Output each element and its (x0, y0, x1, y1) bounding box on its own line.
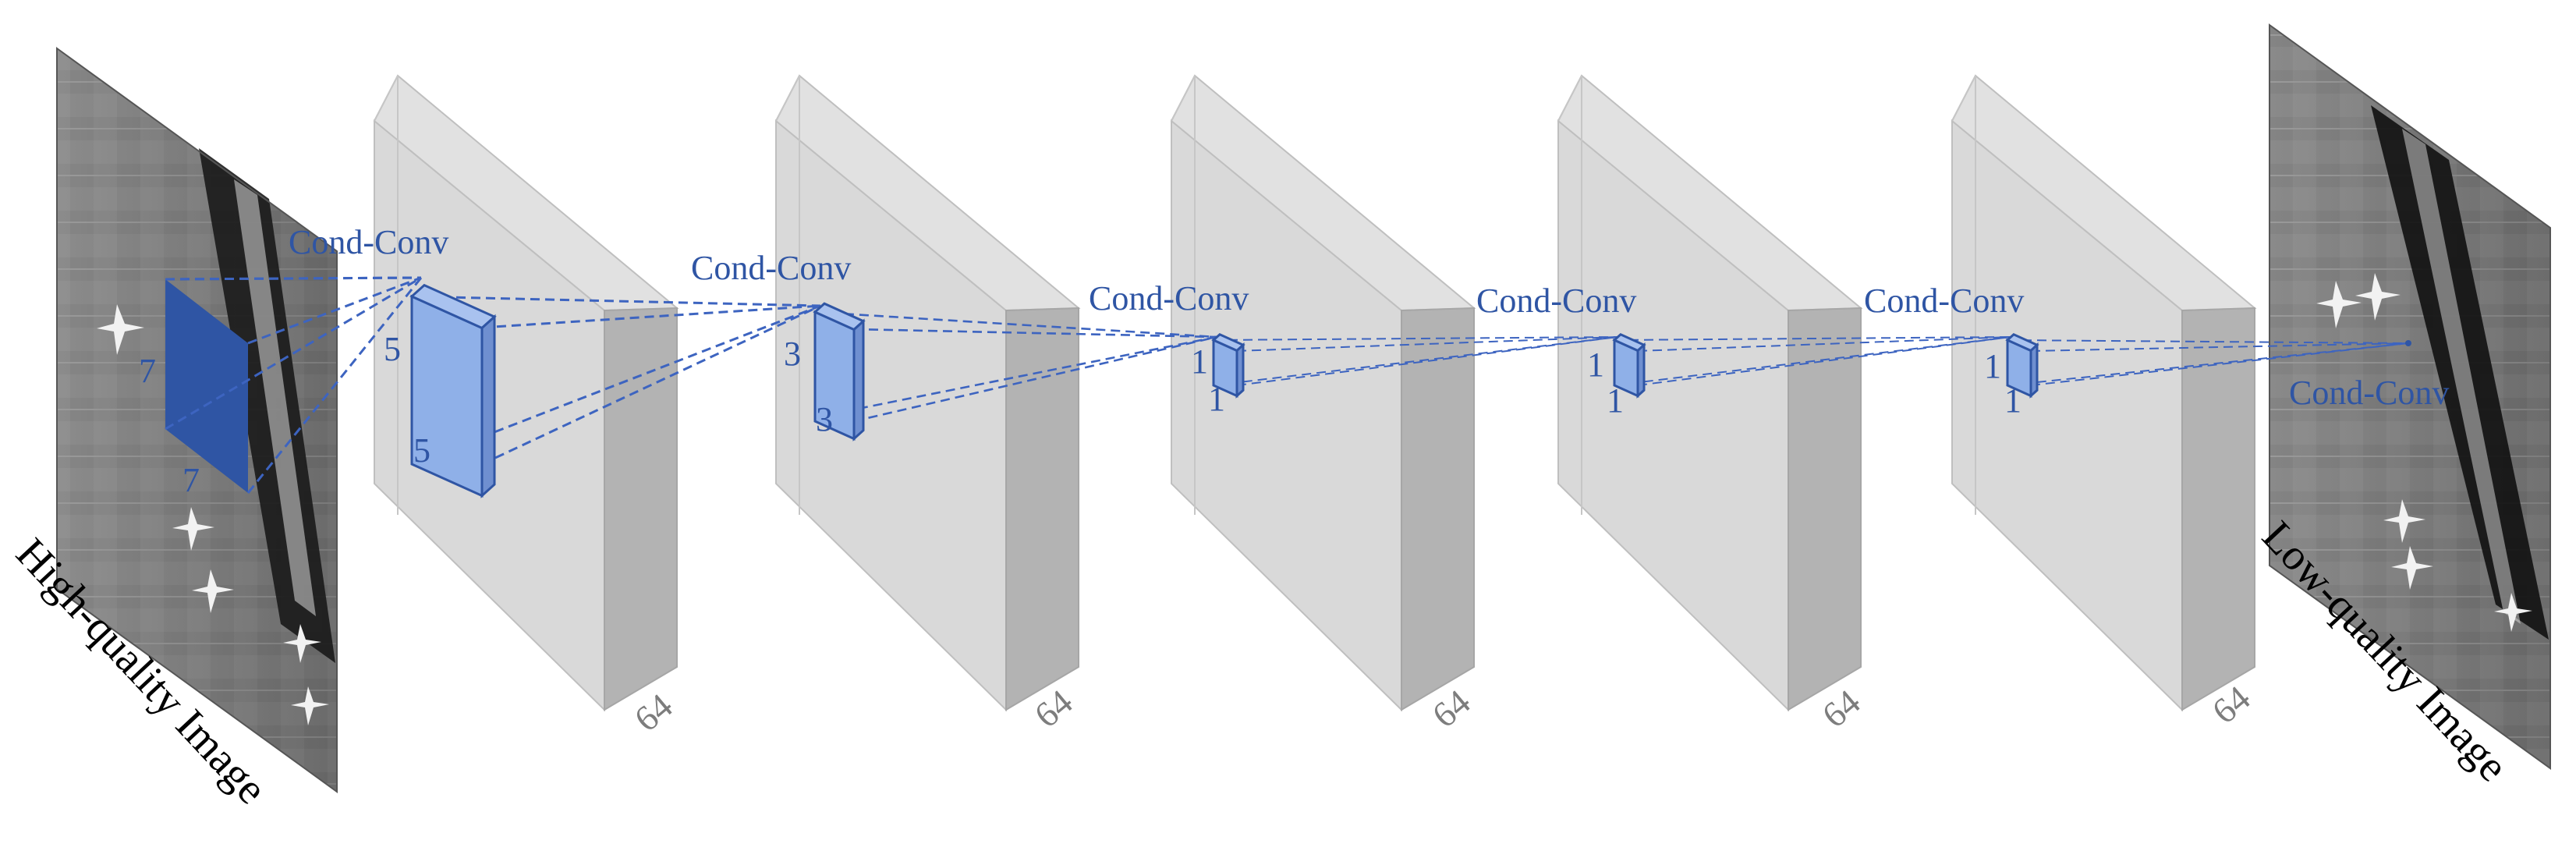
connection-line (1637, 336, 2011, 352)
layer-5-kernel-h-label: 1 (1984, 347, 2001, 385)
connection-line (247, 276, 422, 345)
layer-5-kernel-w-label: 1 (2004, 381, 2021, 420)
connection-line (2030, 342, 2409, 352)
layer-4-kernel-w-label: 1 (1607, 381, 1624, 420)
connection-line (814, 335, 1217, 419)
layer-3-kernel-h-label: 1 (1191, 342, 1208, 381)
input-patch (165, 279, 248, 493)
layer-3-label: Cond-Conv (1089, 279, 1249, 317)
connection-line (814, 310, 1217, 339)
connection-line (165, 276, 422, 431)
connection-line (1213, 336, 1618, 386)
layer-5-label: Cond-Conv (1864, 282, 2024, 320)
kernel-cube (813, 302, 866, 441)
input-patch-w-label: 7 (182, 461, 200, 499)
connection-line (481, 304, 821, 329)
connection-line (1236, 336, 1618, 352)
connection-line (165, 276, 422, 281)
input-patch-h-label: 7 (139, 352, 156, 390)
kernel-cube (1612, 333, 1646, 399)
kernel-cube (2005, 333, 2039, 399)
connection-line (1213, 336, 1618, 341)
final-layer-label: Cond-Conv (2289, 374, 2449, 412)
layer-4-kernel-h-label: 1 (1587, 346, 1604, 384)
layer-3-kernel-w-label: 1 (1208, 380, 1225, 418)
connection-line (2007, 339, 2409, 344)
feature-map-block (1557, 74, 1863, 712)
connection-line (246, 277, 423, 494)
feature-map-block (1951, 74, 2257, 712)
low-quality-image (2269, 23, 2551, 770)
layer-2-kernel-h-label: 3 (784, 335, 801, 373)
connection-line (481, 304, 821, 466)
kernel-cube (1211, 333, 1245, 399)
connection-line (411, 295, 821, 307)
kernel-cube (409, 283, 497, 498)
connection-line (1614, 336, 2011, 386)
layer-1-channels-label: 64 (627, 686, 680, 739)
layer-1-kernel-w-label: 5 (413, 431, 431, 470)
connection-line (853, 335, 1217, 423)
connection-line (1614, 336, 2011, 341)
layer-2-label: Cond-Conv (691, 249, 851, 287)
layer-1-kernel-h-label: 5 (384, 330, 401, 368)
connection-line (853, 328, 1217, 339)
feature-map-block (1170, 74, 1476, 712)
output-point (2405, 340, 2411, 346)
layer-2-kernel-w-label: 3 (816, 400, 833, 438)
connection-line (1637, 336, 2011, 386)
connection-line (2007, 342, 2409, 386)
connection-line (2030, 342, 2409, 386)
layer-4-label: Cond-Conv (1476, 282, 1636, 320)
feature-map-block (774, 74, 1081, 712)
layer-1-label: Cond-Conv (289, 223, 448, 261)
